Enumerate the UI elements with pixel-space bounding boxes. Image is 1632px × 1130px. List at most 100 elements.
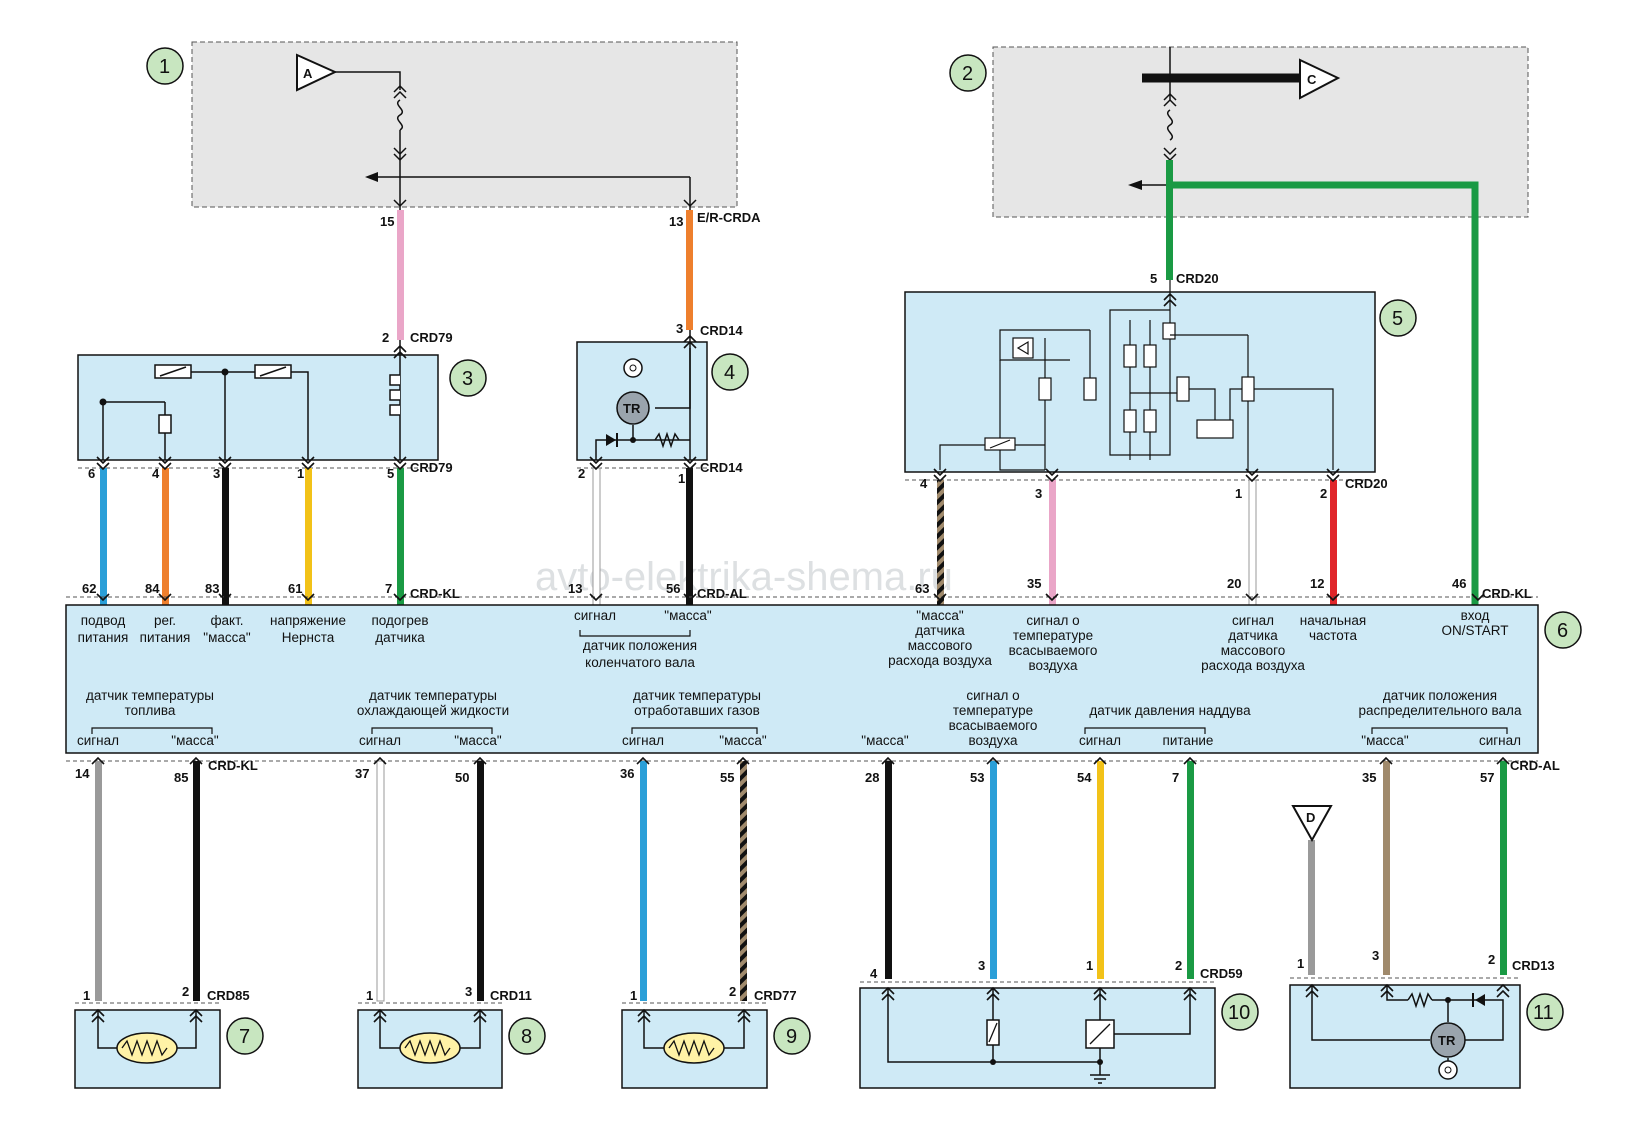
svg-text:5: 5 — [1392, 308, 1403, 330]
callout-2: 2 — [949, 54, 987, 92]
wire-green-7 — [397, 468, 404, 605]
pin-3: 3 — [465, 984, 472, 999]
svg-text:расхода воздуха: расхода воздуха — [888, 653, 992, 668]
svg-text:сигнал: сигнал — [622, 733, 664, 748]
callout-1: 1 — [146, 47, 184, 85]
svg-text:сигнал о: сигнал о — [966, 688, 1019, 703]
ecu-top-brackets — [579, 630, 691, 637]
pin-3: 3 — [978, 958, 985, 973]
wire-blue-62 — [100, 468, 107, 605]
svg-text:4: 4 — [724, 362, 735, 384]
svg-text:вход: вход — [1461, 608, 1490, 623]
svg-text:8: 8 — [521, 1026, 532, 1048]
svg-text:"масса": "масса" — [203, 630, 251, 645]
diode-icon — [606, 434, 616, 446]
connector-crd-kl-top-left: CRD-KL — [410, 586, 460, 601]
pin-20: 20 — [1227, 576, 1241, 591]
svg-text:частота: частота — [1309, 628, 1358, 643]
tr-sensor-icon — [1430, 1022, 1466, 1058]
svg-text:датчик давления наддува: датчик давления наддува — [1089, 703, 1251, 718]
pin-13: 13 — [669, 214, 683, 229]
svg-text:10: 10 — [1228, 1002, 1250, 1024]
callout-10: 10 — [1221, 993, 1259, 1031]
svg-text:охлаждающей жидкости: охлаждающей жидкости — [357, 703, 509, 718]
callout-4: 4 — [711, 353, 749, 391]
svg-text:"масса": "масса" — [664, 608, 712, 623]
ref-c-label: C — [1307, 72, 1317, 87]
connector-crd-al-bottom: CRD-AL — [1510, 758, 1560, 773]
svg-text:отработавших газов: отработавших газов — [634, 703, 760, 718]
pin-4: 4 — [870, 966, 878, 981]
svg-text:коленчатого вала: коленчатого вала — [585, 655, 695, 670]
thermistor-icon — [116, 1032, 178, 1064]
pin-13: 13 — [568, 581, 582, 596]
wire-grey-14 — [95, 761, 102, 1001]
svg-text:подогрев: подогрев — [371, 613, 428, 628]
pin-1: 1 — [83, 988, 90, 1003]
ecu-bottom-brackets — [91, 727, 1508, 734]
connector-crd13: CRD13 — [1512, 958, 1555, 973]
connector-crd14-bottom: CRD14 — [700, 460, 743, 475]
wire-pink-15 — [397, 210, 404, 340]
pin-1: 1 — [297, 466, 304, 481]
pin-3: 3 — [213, 466, 220, 481]
sensor-10-box — [859, 987, 1216, 1089]
svg-text:"масса": "масса" — [916, 608, 964, 623]
sensor-5-internals — [939, 280, 1334, 471]
sensor-4-internals — [595, 330, 691, 460]
connector-arrow-marks — [91, 292, 1510, 1023]
pin-2: 2 — [729, 984, 736, 999]
svg-text:6: 6 — [1557, 620, 1568, 642]
wire-red-12 — [1330, 480, 1337, 605]
svg-text:датчика: датчика — [1228, 628, 1278, 643]
svg-text:ON/START: ON/START — [1441, 623, 1508, 638]
connector-crd79-bottom: CRD79 — [410, 460, 453, 475]
pin-5: 5 — [387, 466, 394, 481]
pin-46: 46 — [1452, 576, 1466, 591]
svg-text:11: 11 — [1533, 1002, 1554, 1024]
svg-text:"масса": "масса" — [454, 733, 502, 748]
pin-85: 85 — [174, 770, 188, 785]
wire-grey-d — [1308, 840, 1315, 975]
connector-crd20-top: CRD20 — [1176, 271, 1219, 286]
tr-sensor-icon — [616, 391, 650, 425]
callout-6: 6 — [1544, 611, 1582, 649]
svg-text:Нернста: Нернста — [282, 630, 335, 645]
wire-yellow-54 — [1097, 761, 1104, 979]
pin-35: 35 — [1027, 576, 1041, 591]
module-2-box — [992, 46, 1529, 218]
connector-crd11: CRD11 — [490, 988, 532, 1003]
callout-3: 3 — [449, 359, 487, 397]
pin-2: 2 — [1175, 958, 1182, 973]
connector-er-crda: E/R-CRDA — [697, 210, 761, 225]
pin-1: 1 — [1086, 958, 1093, 973]
svg-text:"масса": "масса" — [171, 733, 219, 748]
callout-7: 7 — [226, 1017, 264, 1055]
wire-yellow-61 — [305, 468, 312, 605]
pin-35: 35 — [1362, 770, 1376, 785]
svg-text:массового: массового — [908, 638, 973, 653]
connector-crd20-bottom: CRD20 — [1345, 476, 1388, 491]
pin-61: 61 — [288, 581, 302, 596]
svg-text:"масса": "масса" — [1361, 733, 1409, 748]
connector-crd-kl-top-right: CRD-KL — [1482, 586, 1532, 601]
callout-9: 9 — [773, 1017, 811, 1055]
ref-a-flag: A — [296, 53, 338, 92]
svg-text:датчика: датчика — [375, 630, 425, 645]
svg-text:факт.: факт. — [210, 613, 243, 628]
arrow-left-icon — [365, 172, 378, 182]
pin-4: 4 — [920, 476, 928, 491]
watermark: avto-elektrika-shema.ru — [535, 555, 953, 599]
tr-label: TR — [1438, 1033, 1456, 1048]
svg-text:3: 3 — [462, 368, 473, 390]
svg-text:сигнал: сигнал — [359, 733, 401, 748]
thermistor-icon — [663, 1032, 725, 1064]
pin-15: 15 — [380, 214, 394, 229]
connector-crd59: CRD59 — [1200, 966, 1243, 981]
pin-57: 57 — [1480, 770, 1494, 785]
svg-text:сигнал: сигнал — [1079, 733, 1121, 748]
pin-2: 2 — [1320, 486, 1327, 501]
pin-2: 2 — [1488, 952, 1495, 967]
connector-crd85: CRD85 — [207, 988, 250, 1003]
pin-1: 1 — [678, 471, 685, 486]
